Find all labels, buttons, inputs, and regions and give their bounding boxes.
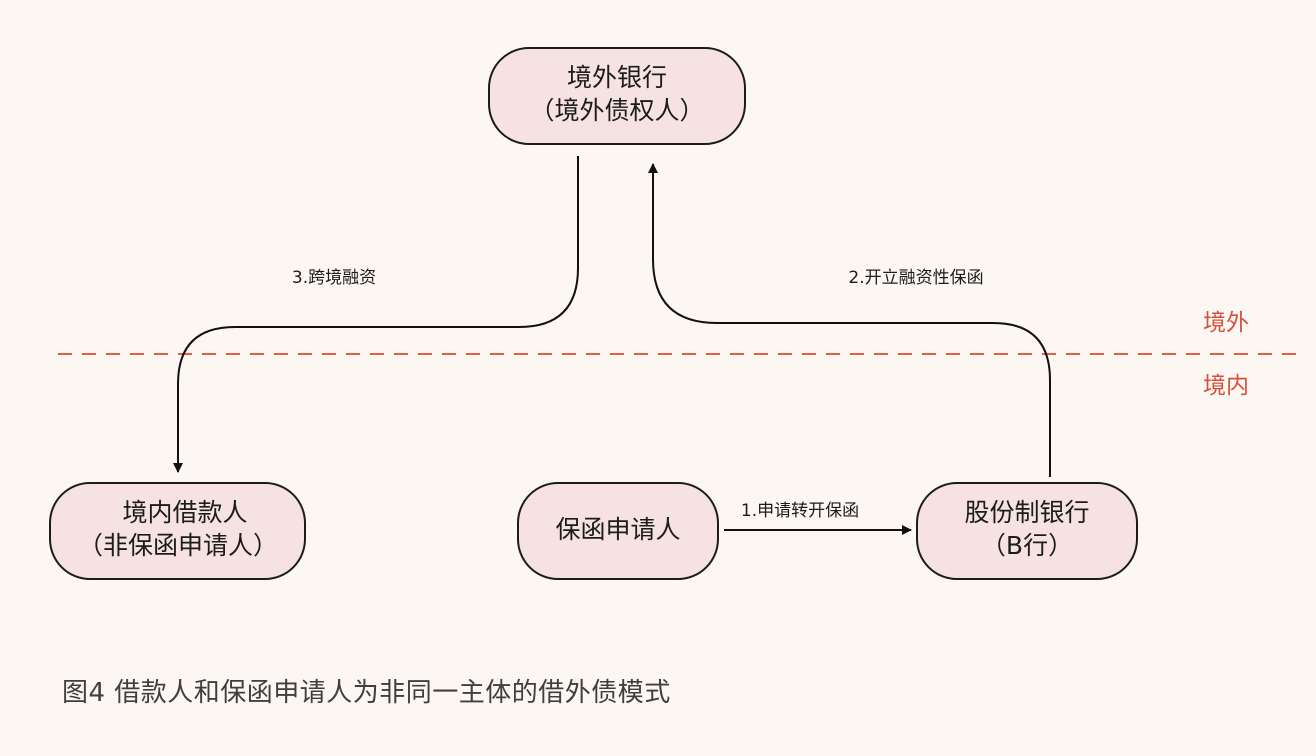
label-cross-border-financing: 3.跨境融资 [292, 268, 376, 288]
figure-caption: 图4 借款人和保函申请人为非同一主体的借外债模式 [62, 678, 671, 708]
arrow-issue-financing-guarantee [648, 163, 1051, 477]
node-domestic-borrower-shape [49, 482, 306, 580]
node-joint-stock-bank: 股份制银行 （B行） [916, 482, 1138, 580]
label-apply-reissue-guarantee: 1.申请转开保函 [741, 501, 859, 521]
arrow-cross-border-financing [173, 156, 579, 473]
node-joint-stock-bank-shape [916, 482, 1138, 580]
node-domestic-borrower-subtitle: （非保函申请人） [78, 531, 278, 560]
node-overseas-bank-subtitle: （境外债权人） [529, 96, 704, 125]
region-label-domestic: 境内 [1203, 373, 1249, 399]
node-domestic-borrower: 境内借款人 （非保函申请人） [49, 482, 306, 580]
node-overseas-bank-shape [488, 47, 746, 145]
node-joint-stock-bank-title: 股份制银行 [964, 498, 1089, 527]
node-overseas-bank: 境外银行 （境外债权人） [488, 47, 746, 145]
node-guarantee-applicant-title: 保函申请人 [555, 515, 680, 544]
node-guarantee-applicant: 保函申请人 [517, 482, 719, 580]
node-guarantee-applicant-shape [517, 482, 719, 580]
node-domestic-borrower-title: 境内借款人 [122, 498, 247, 527]
node-overseas-bank-title: 境外银行 [567, 63, 667, 92]
region-label-overseas: 境外 [1203, 310, 1249, 336]
label-issue-financing-guarantee: 2.开立融资性保函 [848, 268, 983, 288]
node-joint-stock-bank-subtitle: （B行） [981, 531, 1073, 560]
